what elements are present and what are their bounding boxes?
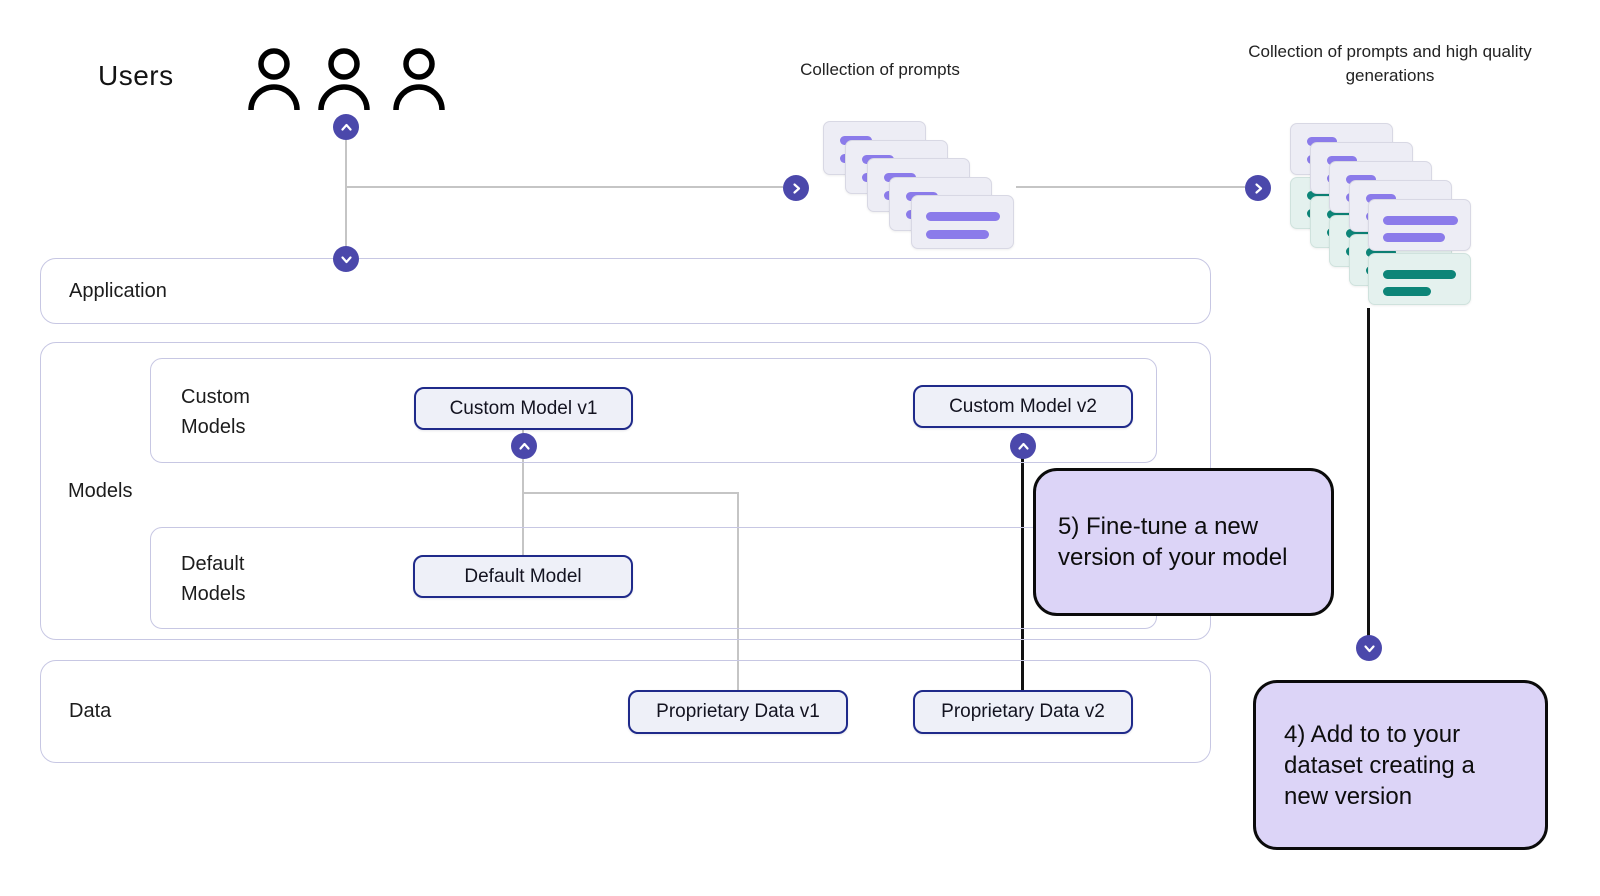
text-line-bar <box>1365 248 1396 257</box>
default-models-section <box>150 527 1157 629</box>
connector-to-data-v1 <box>737 492 739 690</box>
fine-tune-callout: 5) Fine-tune a new version of your model <box>1033 468 1334 616</box>
text-line-bar <box>1307 191 1337 200</box>
text-line-bar <box>926 212 1000 221</box>
text-line-bar <box>1383 287 1431 296</box>
proprietary-data-v1-node: Proprietary Data v1 <box>628 690 848 734</box>
generations-card-stack <box>1290 123 1475 308</box>
arrow-up-icon <box>333 114 359 140</box>
text-line-bar <box>1383 233 1445 242</box>
default-models-label-line1: Default <box>181 553 245 575</box>
generation-prompt-card <box>1368 199 1471 251</box>
application-label: Application <box>69 279 167 302</box>
default-model-node: Default Model <box>413 555 633 598</box>
generation-output-card <box>1368 253 1471 305</box>
arrow-down-icon <box>333 246 359 272</box>
users-label: Users <box>98 60 174 91</box>
prompt-card <box>911 195 1014 249</box>
connector-users-to-prompts <box>346 186 783 188</box>
prompts-card-stack <box>823 121 1018 251</box>
connector-generations-down <box>1367 308 1370 638</box>
arrow-up-icon <box>511 433 537 459</box>
user-icon <box>393 47 445 118</box>
connector-customv2-to-data-v2 <box>1021 433 1024 690</box>
data-label: Data <box>69 700 112 722</box>
connector-branch-horizontal <box>522 492 739 494</box>
user-icon <box>248 47 300 118</box>
collection-of-prompts-label: Collection of prompts <box>800 60 960 79</box>
text-line-bar <box>1326 210 1357 219</box>
arrow-up-icon <box>1010 433 1036 459</box>
text-line-bar <box>1365 194 1396 203</box>
proprietary-data-v2-node: Proprietary Data v2 <box>913 690 1133 734</box>
default-models-label: Default Models <box>181 549 245 609</box>
text-line-bar <box>1383 216 1458 225</box>
collection-of-generations-label: Collection of prompts and high quality g… <box>1248 42 1532 85</box>
text-line-bar <box>1383 270 1456 279</box>
text-line-bar <box>926 230 989 239</box>
data-section: Data <box>40 660 1211 763</box>
connector-prompts-to-generations <box>1016 186 1245 188</box>
custom-models-label-line2: Models <box>181 416 246 438</box>
custom-models-label-line1: Custom <box>181 386 250 408</box>
text-line-bar <box>1326 156 1357 165</box>
custom-model-v1-node: Custom Model v1 <box>414 387 633 430</box>
default-models-label-line2: Models <box>181 583 246 605</box>
add-to-dataset-callout: 4) Add to to your dataset creating a new… <box>1253 680 1548 850</box>
application-section: Application <box>40 258 1211 324</box>
models-label: Models <box>68 480 133 502</box>
text-line-bar <box>1307 137 1337 146</box>
arrow-right-icon <box>783 175 809 201</box>
text-line-bar <box>1346 229 1376 238</box>
custom-models-section <box>150 358 1157 463</box>
connector-users-vertical <box>345 140 347 259</box>
custom-model-v2-node: Custom Model v2 <box>913 385 1133 428</box>
user-icon <box>318 47 370 118</box>
arrow-down-icon <box>1356 635 1382 661</box>
text-line-bar <box>1346 175 1376 184</box>
custom-models-label: Custom Models <box>181 382 250 442</box>
arrow-right-icon <box>1245 175 1271 201</box>
